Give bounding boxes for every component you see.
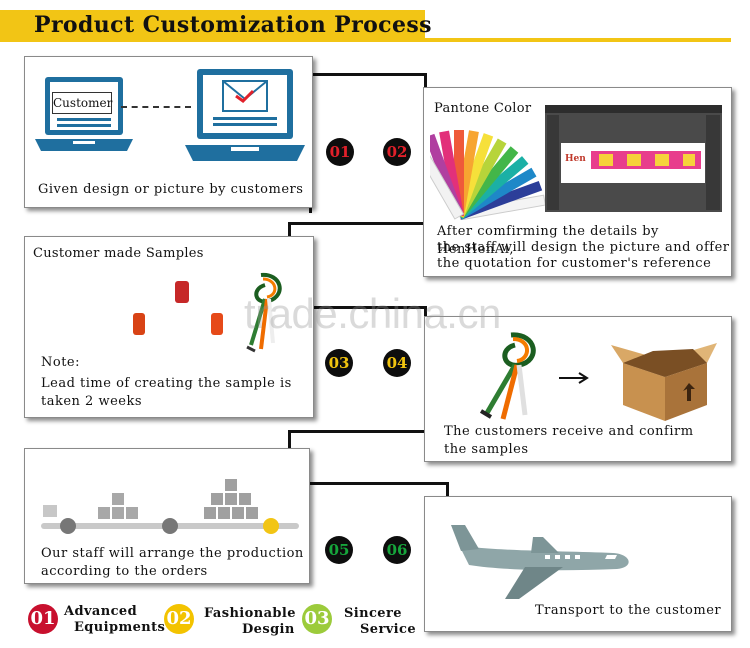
production-block — [43, 505, 57, 517]
step5-number-badge: 05 — [325, 536, 353, 564]
step2-text-line3: the quotation for customer's reference — [437, 256, 712, 271]
step5-text-line2: according to the orders — [41, 564, 208, 579]
step6-panel: Transport to the customer — [424, 496, 732, 632]
legend: 01 Advanced Equipments 02 Fashionable De… — [26, 600, 426, 640]
watermark-text: trade.china.cn — [244, 290, 501, 337]
legend-label-line1: Advanced — [64, 604, 138, 619]
pantone-fan-icon — [430, 130, 546, 220]
connector-line — [310, 306, 425, 309]
legend-label-line1: Sincere — [344, 606, 402, 621]
connector-line — [446, 482, 449, 496]
timeline-node — [162, 518, 178, 534]
legend-label-line2: Desgin — [242, 622, 295, 637]
step4-number-badge: 04 — [383, 349, 411, 377]
package-box-icon — [611, 343, 717, 421]
connector-line — [424, 73, 427, 87]
lanyard-sample-icon — [479, 332, 536, 420]
step2-panel: Pantone Color Hen After comfirming th — [423, 87, 732, 277]
legend-badge: 03 — [302, 604, 332, 634]
connector-line — [288, 222, 425, 225]
sample-label: Hen — [565, 154, 586, 164]
sample-piece — [175, 281, 189, 303]
legend-label-line2: Equipments — [74, 620, 166, 635]
sample-piece — [133, 313, 145, 335]
step4-text-line1: The customers receive and confirm — [444, 424, 694, 439]
step6-number-badge: 06 — [383, 536, 411, 564]
step1-number-badge: 01 — [326, 138, 354, 166]
lanyard-sample-icon — [246, 272, 282, 353]
sample-piece — [211, 313, 223, 335]
legend-badge: 01 — [28, 604, 58, 634]
production-stack-large — [204, 479, 260, 519]
legend-item-sincere: 03 Sincere Service — [302, 604, 426, 638]
connector-line — [309, 73, 424, 76]
step3-title: Customer made Samples — [33, 246, 204, 261]
step3-panel: Customer made Samples Note: Lead time of… — [24, 236, 314, 418]
laptop-icon — [35, 77, 133, 151]
legend-label-line1: Fashionable — [204, 606, 296, 621]
production-stack-small — [98, 493, 138, 519]
legend-item-fashionable: 02 Fashionable Desgin — [164, 604, 304, 638]
connector-line — [288, 430, 425, 433]
step1-panel: Customer Given design or picture by cust… — [24, 56, 313, 208]
pantone-label: Pantone Color — [434, 101, 532, 116]
laptop-mail-icon — [185, 69, 305, 161]
step2-number-badge: 02 — [383, 138, 411, 166]
connector-line — [288, 430, 291, 448]
step5-text-line1: Our staff will arrange the production — [41, 546, 304, 561]
connector-line — [424, 306, 427, 316]
step4-panel: The customers receive and confirm the sa… — [424, 316, 732, 462]
header-bar — [0, 10, 425, 42]
connector-line — [310, 482, 446, 485]
step1-text: Given design or picture by customers — [38, 182, 304, 197]
customer-label: Customer — [52, 92, 112, 114]
step6-text: Transport to the customer — [535, 603, 722, 618]
timeline-node-active — [263, 518, 279, 534]
legend-item-advanced: 01 Advanced Equipments — [26, 604, 166, 638]
step3-number-badge: 03 — [325, 349, 353, 377]
step2-text-line2: the staff will design the picture and of… — [437, 240, 730, 255]
step3-text-line2: taken 2 weeks — [41, 394, 143, 409]
legend-label-line2: Service — [360, 622, 416, 637]
legend-badge: 02 — [164, 604, 194, 634]
step2-text-line1: After comfirming the details by HenHenAi… — [437, 224, 659, 257]
page-title: Product Customization Process — [34, 12, 432, 38]
right-arrow-icon — [559, 372, 589, 384]
step3-text-line1: Lead time of creating the sample is — [41, 376, 292, 391]
dashed-connector — [121, 106, 191, 108]
airplane-icon — [451, 525, 629, 599]
step4-text-line2: the samples — [444, 442, 529, 457]
step5-panel: Our staff will arrange the production ac… — [24, 448, 310, 584]
header-underline — [0, 38, 731, 42]
step3-note-label: Note: — [41, 355, 80, 370]
timeline-node — [60, 518, 76, 534]
design-screenshot: Hen — [545, 105, 722, 212]
connector-line — [288, 222, 291, 236]
